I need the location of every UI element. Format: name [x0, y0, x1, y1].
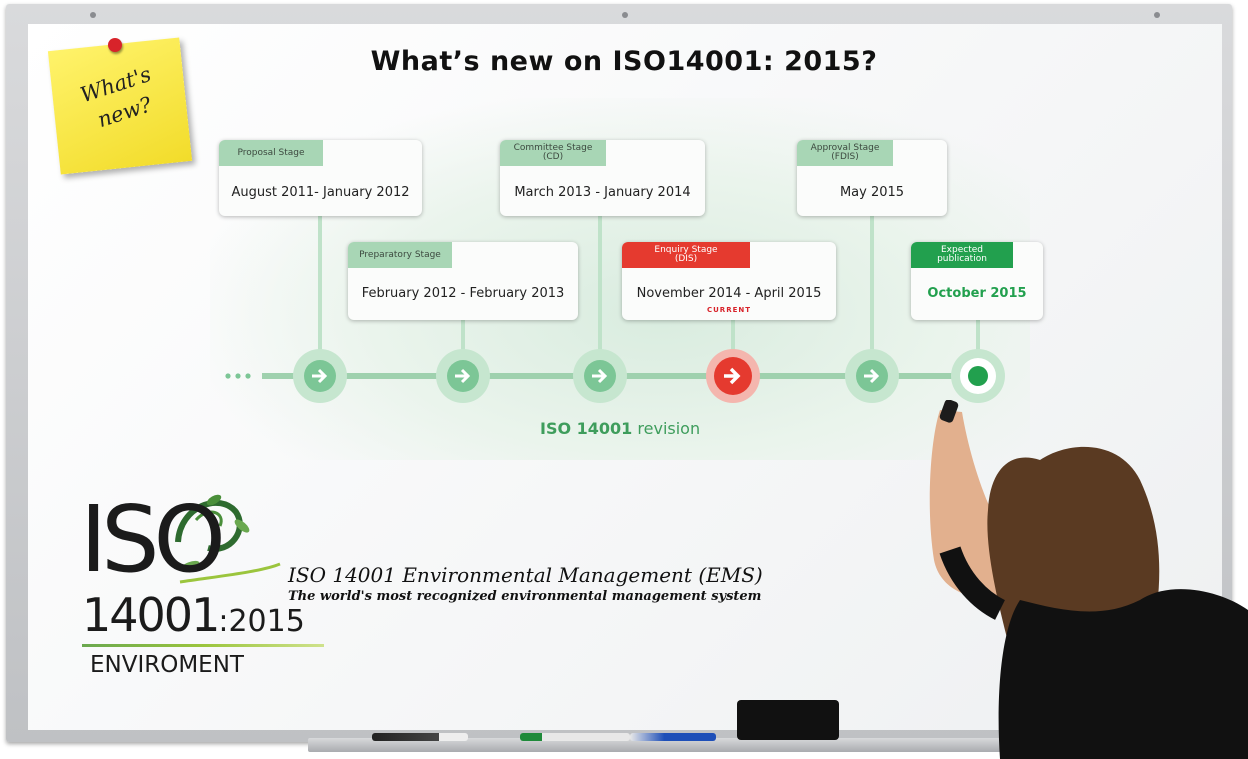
logo-number: 14001:2015 — [82, 592, 305, 645]
push-pin-icon — [108, 38, 122, 52]
stage-card-enquiry: Enquiry Stage (DIS) November 2014 - Apri… — [622, 242, 836, 320]
stage-card-preparatory: Preparatory Stage February 2012 - Februa… — [348, 242, 578, 320]
stage-tag: Expected publication — [911, 242, 1013, 268]
stage-date: November 2014 - April 2015 — [636, 286, 822, 301]
stage-date: October 2015 — [927, 286, 1027, 301]
stage-card-approval: Approval Stage (FDIS) May 2015 — [797, 140, 947, 216]
node-expected — [951, 349, 1005, 403]
tagline: ISO 14001 Environmental Management (EMS) — [288, 563, 763, 587]
node-preparatory — [436, 349, 490, 403]
logo-underline — [82, 644, 324, 647]
stage-date: February 2012 - February 2013 — [361, 286, 565, 301]
stage-date: August 2011- January 2012 — [231, 185, 410, 200]
stage-tag: Enquiry Stage (DIS) — [622, 242, 750, 268]
arrow-right-icon — [312, 368, 328, 384]
timeline-label-bold: ISO 14001 — [540, 419, 633, 438]
stage-tag: Committee Stage (CD) — [500, 140, 606, 166]
leading-dots — [225, 373, 251, 379]
arrow-right-icon — [592, 368, 608, 384]
eraser — [737, 700, 839, 740]
timeline-label: ISO 14001 revision — [540, 419, 700, 438]
node-approval — [845, 349, 899, 403]
page-title: What’s new on ISO14001: 2015? — [370, 46, 878, 77]
logo-environment-text: ENVIROMENT — [90, 652, 244, 678]
node-proposal — [293, 349, 347, 403]
leaf-swirl-icon — [175, 494, 281, 584]
sub-tagline: The world's most recognized environmenta… — [288, 589, 762, 604]
logo-number-main: 14001 — [82, 588, 220, 642]
marker-tray — [308, 738, 1214, 752]
node-committee — [573, 349, 627, 403]
marker-blue — [630, 733, 716, 741]
stage-tag: Approval Stage (FDIS) — [797, 140, 893, 166]
frame-rivet — [1154, 12, 1160, 18]
timeline-label-rest: revision — [632, 419, 701, 438]
stage-card-proposal: Proposal Stage August 2011- January 2012 — [219, 140, 422, 216]
stage-tag: Proposal Stage — [219, 140, 323, 166]
marker-green — [520, 733, 630, 741]
stage-card-committee: Committee Stage (CD) March 2013 - Januar… — [500, 140, 705, 216]
current-badge: CURRENT — [706, 306, 752, 314]
node-enquiry-current — [706, 349, 760, 403]
logo-iso-text: ISO — [80, 486, 226, 593]
logo-year: :2015 — [218, 604, 305, 639]
stage-date: March 2013 - January 2014 — [514, 185, 691, 200]
arrow-right-icon — [864, 368, 880, 384]
stage-date: May 2015 — [839, 185, 905, 200]
stage-card-expected: Expected publication October 2015 — [911, 242, 1043, 320]
frame-rivet — [90, 12, 96, 18]
arrow-right-icon — [455, 368, 471, 384]
stage-tag: Preparatory Stage — [348, 242, 452, 268]
marker-black — [372, 733, 468, 741]
arrow-right-icon — [724, 367, 741, 385]
frame-rivet — [622, 12, 628, 18]
person-illustration — [929, 400, 1248, 759]
